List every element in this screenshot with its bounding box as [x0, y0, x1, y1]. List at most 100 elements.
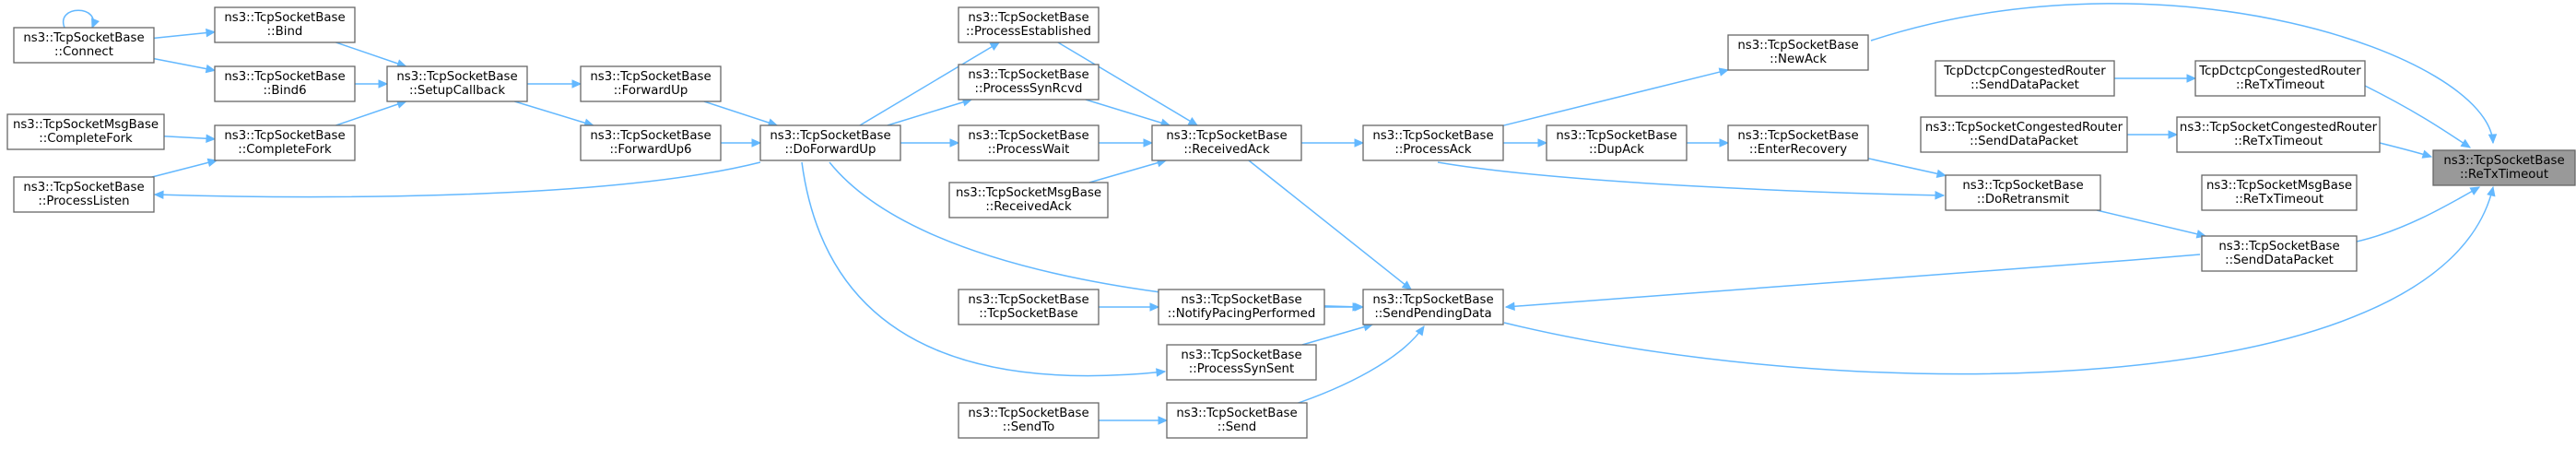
call-edge-processack-to-newack	[1502, 67, 1730, 126]
node-msg_retx[interactable]: ns3::TcpSocketMsgBase::ReTxTimeout	[2201, 174, 2358, 211]
edge-arrowhead	[1719, 138, 1730, 148]
node-bind[interactable]: ns3::TcpSocketBase::Bind	[214, 6, 356, 43]
node-box	[948, 182, 1109, 219]
call-edge-newack-to-root	[1870, 3, 2498, 145]
node-doforward[interactable]: ns3::TcpSocketBase::DoForwardUp	[759, 124, 901, 161]
edge-line	[335, 41, 406, 67]
node-box	[958, 289, 1100, 325]
node-class-label: ns3::TcpSocketBase	[1166, 129, 1287, 143]
node-class-label: ns3::TcpSocketBase	[224, 129, 345, 143]
call-edge-enterrec-to-doretrans	[1867, 158, 1947, 179]
node-box	[580, 65, 722, 102]
call-edge-connect-to-bind	[153, 28, 217, 40]
node-class-label: ns3::TcpSocketBase	[1737, 129, 1858, 143]
node-enterrec[interactable]: ns3::TcpSocketBase::EnterRecovery	[1727, 124, 1869, 161]
node-method-label: ::DoForwardUp	[785, 143, 876, 157]
node-box	[13, 176, 155, 213]
node-connect[interactable]: ns3::TcpSocketBase::Connect	[13, 27, 155, 64]
edge-arrowhead	[206, 134, 217, 144]
call-edge-doforward-to-processlisten	[153, 161, 761, 200]
node-class-label: ns3::TcpSocketBase	[2218, 240, 2339, 254]
node-method-label: ::SendDataPacket	[1970, 135, 2078, 148]
edge-line	[703, 100, 778, 126]
node-cong_send[interactable]: ns3::TcpSocketCongestedRouter::SendDataP…	[1920, 116, 2128, 153]
node-sendpending[interactable]: ns3::TcpSocketBase::SendPendingData	[1362, 289, 1504, 325]
edge-line	[1437, 161, 1945, 196]
node-newack[interactable]: ns3::TcpSocketBase::NewAck	[1727, 34, 1869, 71]
node-procwait[interactable]: ns3::TcpSocketBase::ProcessWait	[958, 124, 1100, 161]
node-dctcp_retx[interactable]: TcpDctcpCongestedRouter::ReTxTimeout	[2194, 60, 2366, 97]
node-class-label: ns3::TcpSocketBase	[968, 68, 1088, 82]
node-dctcp_send[interactable]: TcpDctcpCongestedRouter::SendDataPacket	[1935, 60, 2115, 97]
node-procest[interactable]: ns3::TcpSocketBase::ProcessEstablished	[958, 6, 1100, 43]
node-msg_completefork[interactable]: ns3::TcpSocketMsgBase::CompleteFork	[6, 113, 165, 150]
node-method-label: ::NewAck	[1770, 53, 1827, 66]
node-class-label: ns3::TcpSocketBase	[770, 129, 890, 143]
edge-line	[801, 161, 1166, 377]
edge-line	[514, 100, 594, 126]
node-senddata[interactable]: ns3::TcpSocketBase::SendDataPacket	[2201, 235, 2358, 272]
function-nodes: ns3::TcpSocketBase::ReTxTimeoutns3::TcpS…	[6, 6, 2576, 439]
node-doretrans[interactable]: ns3::TcpSocketBase::DoRetransmit	[1945, 174, 2101, 211]
node-sendto[interactable]: ns3::TcpSocketBase::SendTo	[958, 402, 1100, 439]
node-dupack[interactable]: ns3::TcpSocketBase::DupAck	[1546, 124, 1688, 161]
edge-arrowhead	[1935, 191, 1946, 200]
call-edge-sendpending-to-root	[1503, 185, 2496, 375]
node-class-label: TcpDctcpCongestedRouter	[2198, 65, 2361, 78]
call-edge-dctcp_send-to-dctcp_retx	[2114, 74, 2197, 83]
call-edge-doforward-to-procwait	[900, 138, 960, 148]
call-edges	[62, 3, 2498, 425]
node-send[interactable]: ns3::TcpSocketBase::Send	[1166, 402, 1308, 439]
node-forwardup[interactable]: ns3::TcpSocketBase::ForwardUp	[580, 65, 722, 102]
node-method-label: ::SetupCallback	[409, 84, 505, 98]
call-edge-processack-to-dupack	[1503, 138, 1548, 148]
node-box	[2201, 174, 2358, 211]
node-class-label: ns3::TcpSocketMsgBase	[2206, 179, 2352, 193]
call-edge-msg_completefork-to-completefork	[163, 134, 217, 144]
node-completefork[interactable]: ns3::TcpSocketBase::CompleteFork	[214, 124, 356, 161]
call-edge-procsynrcvd-to-receivedack	[1085, 99, 1171, 127]
node-method-label: ::ForwardUp6	[609, 143, 691, 157]
node-class-label: ns3::TcpSocketBase	[1181, 349, 1301, 362]
edge-line	[2096, 209, 2206, 237]
node-forwardup6[interactable]: ns3::TcpSocketBase::ForwardUp6	[580, 124, 722, 161]
node-procsynrcvd[interactable]: ns3::TcpSocketBase::ProcessSynRcvd	[958, 64, 1100, 100]
node-class-label: ns3::TcpSocketBase	[1556, 129, 1676, 143]
node-notifypacing[interactable]: ns3::TcpSocketBase::NotifyPacingPerforme…	[1158, 289, 1325, 325]
node-processack[interactable]: ns3::TcpSocketBase::ProcessAck	[1362, 124, 1504, 161]
node-box	[1362, 289, 1504, 325]
node-method-label: ::ProcessListen	[38, 195, 129, 208]
node-method-label: ::ReceivedAck	[1183, 143, 1270, 157]
call-edge-processack-to-doretrans	[1437, 161, 1946, 200]
node-ctor[interactable]: ns3::TcpSocketBase::TcpSocketBase	[958, 289, 1100, 325]
edge-arrowhead	[1537, 138, 1548, 148]
node-bind6[interactable]: ns3::TcpSocketBase::Bind6	[214, 65, 356, 102]
node-processsynsent[interactable]: ns3::TcpSocketBase::ProcessSynSent	[1166, 344, 1317, 381]
edge-arrowhead	[205, 64, 217, 74]
edge-line	[1289, 325, 1425, 407]
node-processlisten[interactable]: ns3::TcpSocketBase::ProcessListen	[13, 176, 155, 213]
node-cong_retx[interactable]: ns3::TcpSocketCongestedRouter::ReTxTimeo…	[2176, 116, 2381, 153]
node-method-label: ::ReTxTimeout	[2236, 78, 2324, 92]
edge-line	[154, 161, 761, 198]
node-class-label: ns3::TcpSocketBase	[396, 70, 517, 84]
node-msg_recvack[interactable]: ns3::TcpSocketMsgBase::ReceivedAck	[948, 182, 1109, 219]
call-edge-connect-to-bind6	[153, 57, 217, 74]
call-edge-receivedack-to-sendpending	[1248, 160, 1413, 290]
node-root[interactable]: ns3::TcpSocketBase::ReTxTimeout	[2432, 149, 2576, 186]
node-class-label: ns3::TcpSocketBase	[23, 31, 144, 45]
node-box	[1158, 289, 1325, 325]
node-box	[214, 65, 356, 102]
node-box	[386, 65, 528, 102]
node-box	[759, 124, 901, 161]
node-receivedack[interactable]: ns3::TcpSocketBase::ReceivedAck	[1151, 124, 1302, 161]
call-edge-bind-to-setupcb	[335, 41, 407, 68]
edge-arrowhead	[1415, 325, 1425, 337]
node-setupcb[interactable]: ns3::TcpSocketBase::SetupCallback	[386, 65, 528, 102]
edge-arrowhead	[1149, 302, 1160, 312]
node-box	[1727, 124, 1869, 161]
node-box	[2201, 235, 2358, 272]
edge-line	[1503, 186, 2494, 375]
node-class-label: ns3::TcpSocketBase	[2443, 154, 2564, 168]
edge-line	[1088, 160, 1167, 183]
